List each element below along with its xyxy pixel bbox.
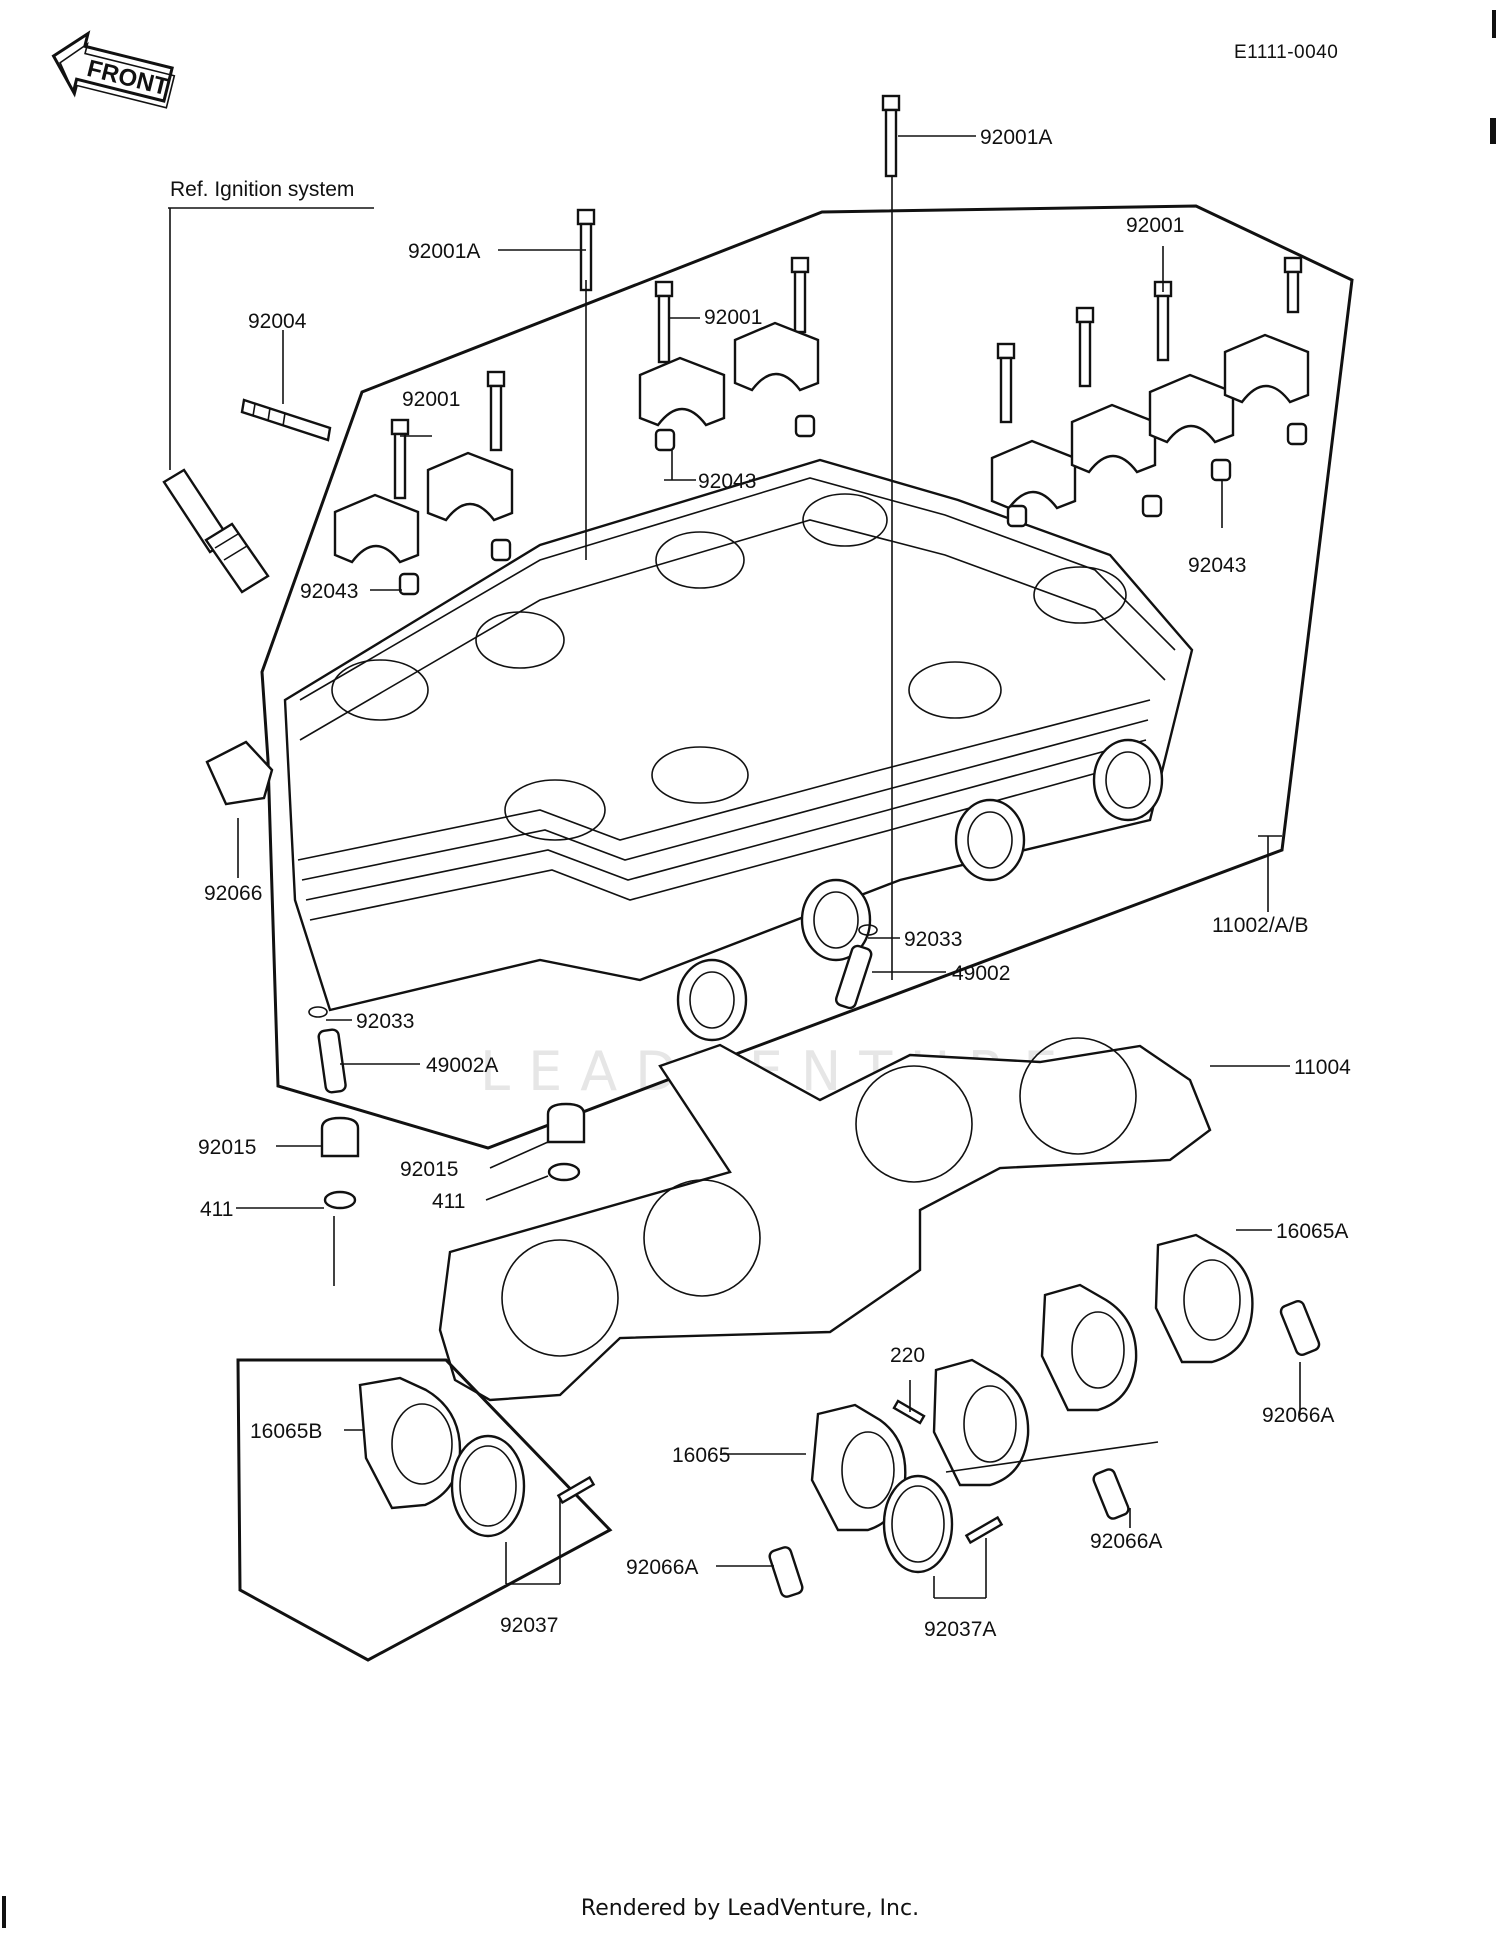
cam-cap-icons — [333, 321, 1310, 564]
label-92043-right: 92043 — [1188, 554, 1246, 577]
label-92033-right: 92033 — [904, 928, 962, 951]
bolt-icons — [390, 94, 1303, 500]
spark-plug-icon — [162, 468, 270, 594]
carb-holder-icons — [358, 1233, 1254, 1574]
dowel-pin-icons — [398, 414, 1308, 596]
stud-icon — [240, 398, 332, 442]
carb-dowel-icons — [768, 1300, 1321, 1598]
label-411-mid: 411 — [432, 1190, 465, 1213]
label-92001-mid: 92001 — [704, 306, 762, 329]
label-49002: 49002 — [952, 962, 1010, 985]
leader-lines — [236, 135, 1301, 1599]
screw-icons — [556, 1399, 1004, 1545]
label-92015-left: 92015 — [198, 1136, 256, 1159]
label-92037A: 92037A — [924, 1618, 996, 1641]
cap-nut-icons — [320, 1102, 586, 1210]
front-arrow-icon: FRONT — [51, 30, 176, 109]
label-92066A-right: 92066A — [1262, 1404, 1334, 1427]
footer-credit: Rendered by LeadVenture, Inc. — [580, 1896, 920, 1921]
label-92015-mid: 92015 — [400, 1158, 458, 1181]
label-92043-left: 92043 — [300, 580, 358, 603]
label-92066A-mid: 92066A — [1090, 1530, 1162, 1553]
label-92001A-left: 92001A — [408, 240, 480, 263]
label-92066: 92066 — [204, 882, 262, 905]
label-16065: 16065 — [672, 1444, 730, 1467]
valve-guide-icons — [308, 924, 878, 1094]
head-gasket-icon — [438, 1037, 1212, 1402]
label-16065B: 16065B — [250, 1420, 322, 1443]
label-92037: 92037 — [500, 1614, 558, 1637]
alt-parts-box — [236, 1358, 613, 1662]
ref-ignition-note: Ref. Ignition system — [170, 178, 354, 201]
label-411-left: 411 — [200, 1198, 233, 1221]
document-id: E1111-0040 — [1234, 42, 1339, 63]
edge-mark-top-right — [1492, 10, 1496, 38]
label-92033-left: 92033 — [356, 1010, 414, 1033]
label-92066A-left: 92066A — [626, 1556, 698, 1579]
label-92004: 92004 — [248, 310, 307, 333]
label-92001-right: 92001 — [1126, 214, 1184, 237]
label-92001-left: 92001 — [402, 388, 460, 411]
label-92043-mid: 92043 — [698, 470, 756, 493]
edge-mark-bottom-left — [2, 1896, 6, 1928]
label-220: 220 — [890, 1344, 925, 1367]
cylinder-head-icon — [283, 458, 1194, 1042]
label-16065A: 16065A — [1276, 1220, 1348, 1243]
label-49002A: 49002A — [426, 1054, 498, 1077]
label-11004: 11004 — [1294, 1056, 1351, 1079]
label-11002: 11002/A/B — [1212, 914, 1309, 937]
label-92001A-top: 92001A — [980, 126, 1052, 149]
small-bracket-icon — [205, 740, 274, 806]
part-labels: 92001A 92001A 92001 92004 92001 92001 92… — [198, 126, 1351, 1641]
edge-mark-right — [1490, 118, 1496, 144]
